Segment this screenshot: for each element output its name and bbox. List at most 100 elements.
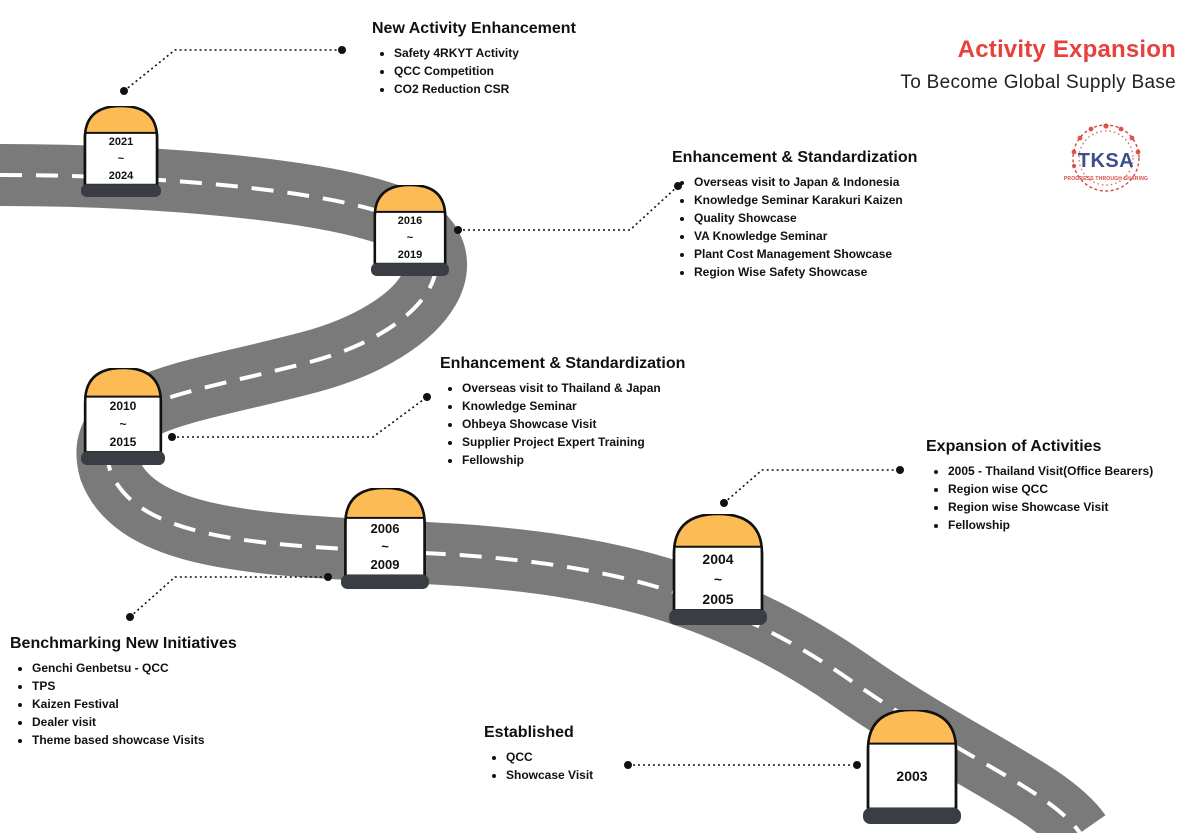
section-list: QCCShowcase Visit: [484, 748, 593, 784]
list-item: Showcase Visit: [506, 766, 593, 784]
list-item: Plant Cost Management Showcase: [694, 245, 917, 263]
list-item: Safety 4RKYT Activity: [394, 44, 576, 62]
connector-2010: [172, 396, 428, 438]
page-subtitle: To Become Global Supply Base: [900, 72, 1176, 93]
milestone-years: 2006 ~2009: [340, 520, 430, 574]
stone-cap: [374, 185, 446, 212]
milestone-year-line: 2005: [702, 590, 734, 607]
page-title: Activity Expansion: [957, 36, 1176, 63]
milestone-year-line: 2004: [702, 550, 734, 567]
dot: [168, 433, 176, 441]
section-established: Established QCCShowcase Visit: [484, 724, 593, 784]
connector-2016: [458, 185, 679, 231]
dot: [423, 393, 431, 401]
list-item: Quality Showcase: [694, 209, 917, 227]
milestone-year-line: ~: [117, 152, 125, 165]
connector-2021: [123, 49, 342, 92]
list-item: VA Knowledge Seminar: [694, 227, 917, 245]
stone-outline: [83, 368, 163, 454]
milestone-year-line: ~: [381, 538, 389, 554]
dot: [338, 46, 346, 54]
milestone-year-line: 2015: [109, 435, 137, 450]
stone-base: [81, 184, 161, 197]
stone-base: [669, 609, 767, 625]
milestone-year-line: ~: [713, 570, 723, 587]
list-item: 2005 - Thailand Visit(Office Bearers): [948, 462, 1153, 480]
milestone-years: 2003: [862, 766, 962, 787]
section-title: Enhancement & Standardization: [440, 355, 686, 372]
logo-graphic: [1071, 123, 1141, 192]
list-item: Theme based showcase Visits: [32, 731, 237, 749]
logo-text: TKSA: [1077, 150, 1135, 172]
list-item: Region wise QCC: [948, 480, 1153, 498]
dot: [853, 761, 861, 769]
list-item: Knowledge Seminar: [462, 397, 685, 415]
section-title: Enhancement & Standardization: [672, 149, 918, 166]
dot: [896, 466, 904, 474]
list-item: TPS: [32, 677, 237, 695]
tksa-logo: TKSA PROGRESS THROUGH SHARING: [1064, 118, 1148, 198]
milestone-year-line: 2006: [370, 520, 400, 536]
stone-base: [863, 807, 961, 824]
section-benchmarking-new-initiatives: Benchmarking New Initiatives Genchi Genb…: [10, 635, 237, 749]
section-enhancement-standardization-2016: Enhancement & Standardization Overseas v…: [672, 149, 917, 281]
milestone-stone: [371, 185, 449, 276]
dot: [324, 573, 332, 581]
stone-cap: [85, 368, 161, 397]
section-enhancement-standardization-2010: Enhancement & Standardization Overseas v…: [440, 355, 685, 469]
milestone-2010-2015: 2010 ~2015: [80, 368, 166, 466]
list-item: Dealer visit: [32, 713, 237, 731]
section-list: Genchi Genbetsu - QCCTPSKaizen FestivalD…: [10, 659, 237, 749]
section-list: 2005 - Thailand Visit(Office Bearers)Reg…: [926, 462, 1153, 534]
milestone-stone: [81, 106, 161, 197]
milestone-year-line: 2019: [397, 248, 423, 261]
list-item: Overseas visit to Japan & Indonesia: [694, 173, 917, 191]
milestone-year-line: 2021: [108, 135, 134, 148]
section-title: Expansion of Activities: [926, 438, 1102, 455]
connectors: [123, 49, 900, 766]
dot: [674, 182, 682, 190]
section-title: New Activity Enhancement: [372, 20, 576, 37]
dot: [454, 226, 462, 234]
dot: [720, 499, 728, 507]
stone-base: [371, 263, 449, 276]
dot: [120, 87, 128, 95]
milestone-stone: [669, 514, 767, 625]
milestone-year-line: 2024: [108, 169, 134, 182]
milestone-year-line: 2016: [397, 214, 423, 227]
milestone-year-line: 2003: [896, 767, 928, 784]
connector-2006: [129, 576, 328, 618]
milestone-2016-2019: 2016 ~2019: [370, 185, 450, 277]
logo-tagline: PROGRESS THROUGH SHARING: [1063, 176, 1149, 182]
connector-2004: [723, 469, 900, 504]
milestone-2003: 2003: [862, 710, 962, 825]
milestone-year-line: 2010: [109, 399, 137, 414]
list-item: Region Wise Safety Showcase: [694, 263, 917, 281]
milestone-stone: [81, 368, 165, 465]
milestone-years: 2004 ~2005: [668, 549, 768, 609]
stone-cap: [674, 514, 762, 547]
list-item: Region wise Showcase Visit: [948, 498, 1153, 516]
list-item: Ohbeya Showcase Visit: [462, 415, 685, 433]
dot: [624, 761, 632, 769]
milestone-year-line: 2009: [370, 556, 400, 572]
list-item: Kaizen Festival: [32, 695, 237, 713]
list-item: CO2 Reduction CSR: [394, 80, 576, 98]
stone-base: [341, 574, 429, 589]
list-item: Fellowship: [948, 516, 1153, 534]
list-item: Overseas visit to Thailand & Japan: [462, 379, 685, 397]
milestone-stone: [863, 710, 961, 824]
milestone-2006-2009: 2006 ~2009: [340, 488, 430, 590]
stone-base: [81, 451, 165, 465]
list-item: QCC Competition: [394, 62, 576, 80]
stone-outline: [866, 710, 958, 811]
section-list: Overseas visit to Thailand & JapanKnowle…: [440, 379, 685, 469]
milestone-years: 2010 ~2015: [80, 397, 166, 451]
section-new-activity-enhancement: New Activity Enhancement Safety 4RKYT Ac…: [372, 20, 576, 98]
milestone-year-line: ~: [406, 231, 414, 244]
list-item: Fellowship: [462, 451, 685, 469]
milestone-year-line: ~: [119, 417, 127, 432]
stone-outline: [672, 514, 764, 612]
stone-outline: [344, 488, 426, 577]
